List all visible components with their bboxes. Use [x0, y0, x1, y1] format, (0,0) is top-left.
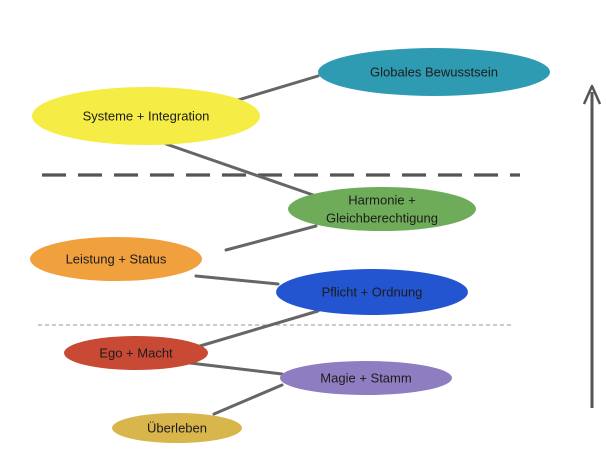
node-ueberleben: Überleben [112, 413, 242, 443]
node-ellipse [288, 187, 476, 231]
node-label: Überleben [147, 421, 207, 436]
node-ellipse [276, 269, 468, 315]
node-ellipse [64, 336, 208, 370]
node-leistung: Leistung + Status [30, 237, 202, 281]
node-harmonie: Harmonie + Gleichberechtigung [288, 187, 476, 231]
node-ellipse [32, 87, 260, 145]
connector-ueberleben-magie [212, 383, 284, 416]
node-label: Pflicht + Ordnung [322, 285, 423, 300]
node-label: Gleichberechtigung [326, 211, 438, 226]
node-systeme: Systeme + Integration [32, 87, 260, 145]
node-ellipse [30, 237, 202, 281]
node-label: Leistung + Status [66, 252, 167, 267]
node-pflicht: Pflicht + Ordnung [276, 269, 468, 315]
node-ellipse [112, 413, 242, 443]
node-label: Globales Bewusstsein [370, 65, 498, 80]
node-globales: Globales Bewusstsein [318, 48, 550, 96]
dividers [38, 173, 520, 326]
node-label: Magie + Stamm [320, 371, 411, 386]
node-label: Systeme + Integration [83, 109, 210, 124]
arrow-head [582, 84, 602, 105]
node-label: Harmonie + [348, 193, 416, 208]
connector-leistung-harmonie [224, 224, 318, 252]
node-label: Ego + Macht [99, 346, 173, 361]
connector-systeme-harmonie [164, 142, 318, 198]
connector-systeme-globales [236, 74, 320, 102]
node-ellipse [280, 361, 452, 395]
node-ellipse [318, 48, 550, 96]
upward-arrow [582, 84, 602, 408]
connector-ego-magie [188, 361, 284, 376]
connector-leistung-pflicht [194, 274, 280, 286]
node-magie: Magie + Stamm [280, 361, 452, 395]
connector-ego-pflicht [198, 309, 320, 348]
connectors [164, 74, 320, 416]
node-ego: Ego + Macht [64, 336, 208, 370]
